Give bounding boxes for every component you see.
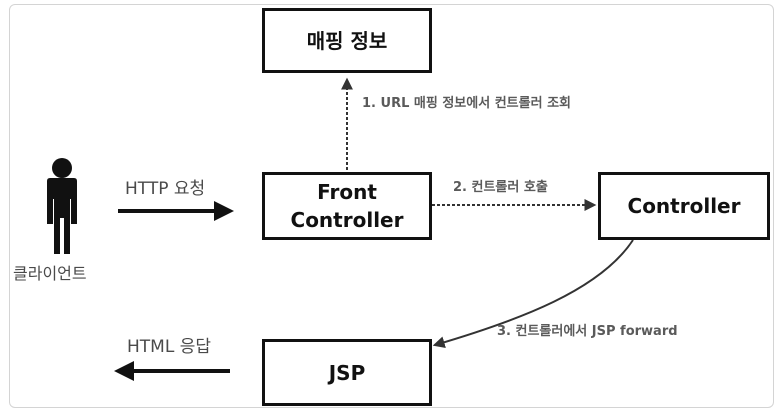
- client-label: 클라이언트: [13, 264, 87, 283]
- mapping-info-label: 매핑 정보: [306, 28, 388, 53]
- front-controller-label-line2: Controller: [290, 208, 404, 232]
- jsp-label: JSP: [328, 360, 366, 385]
- controller-label: Controller: [627, 194, 741, 218]
- mapping-info-box: 매핑 정보: [262, 8, 432, 73]
- html-response-label: HTML 응답: [127, 337, 211, 357]
- front-controller-label-line1: Front: [317, 180, 377, 204]
- front-controller-box: Front Controller: [262, 172, 432, 240]
- controller-box: Controller: [598, 172, 770, 240]
- step3-label: 3. 컨트롤러에서 JSP forward: [497, 324, 678, 339]
- jsp-box: JSP: [262, 339, 432, 406]
- http-request-label: HTTP 요청: [125, 179, 206, 199]
- step2-label: 2. 컨트롤러 호출: [453, 180, 548, 195]
- step1-label: 1. URL 매핑 정보에서 컨트롤러 조회: [362, 96, 571, 111]
